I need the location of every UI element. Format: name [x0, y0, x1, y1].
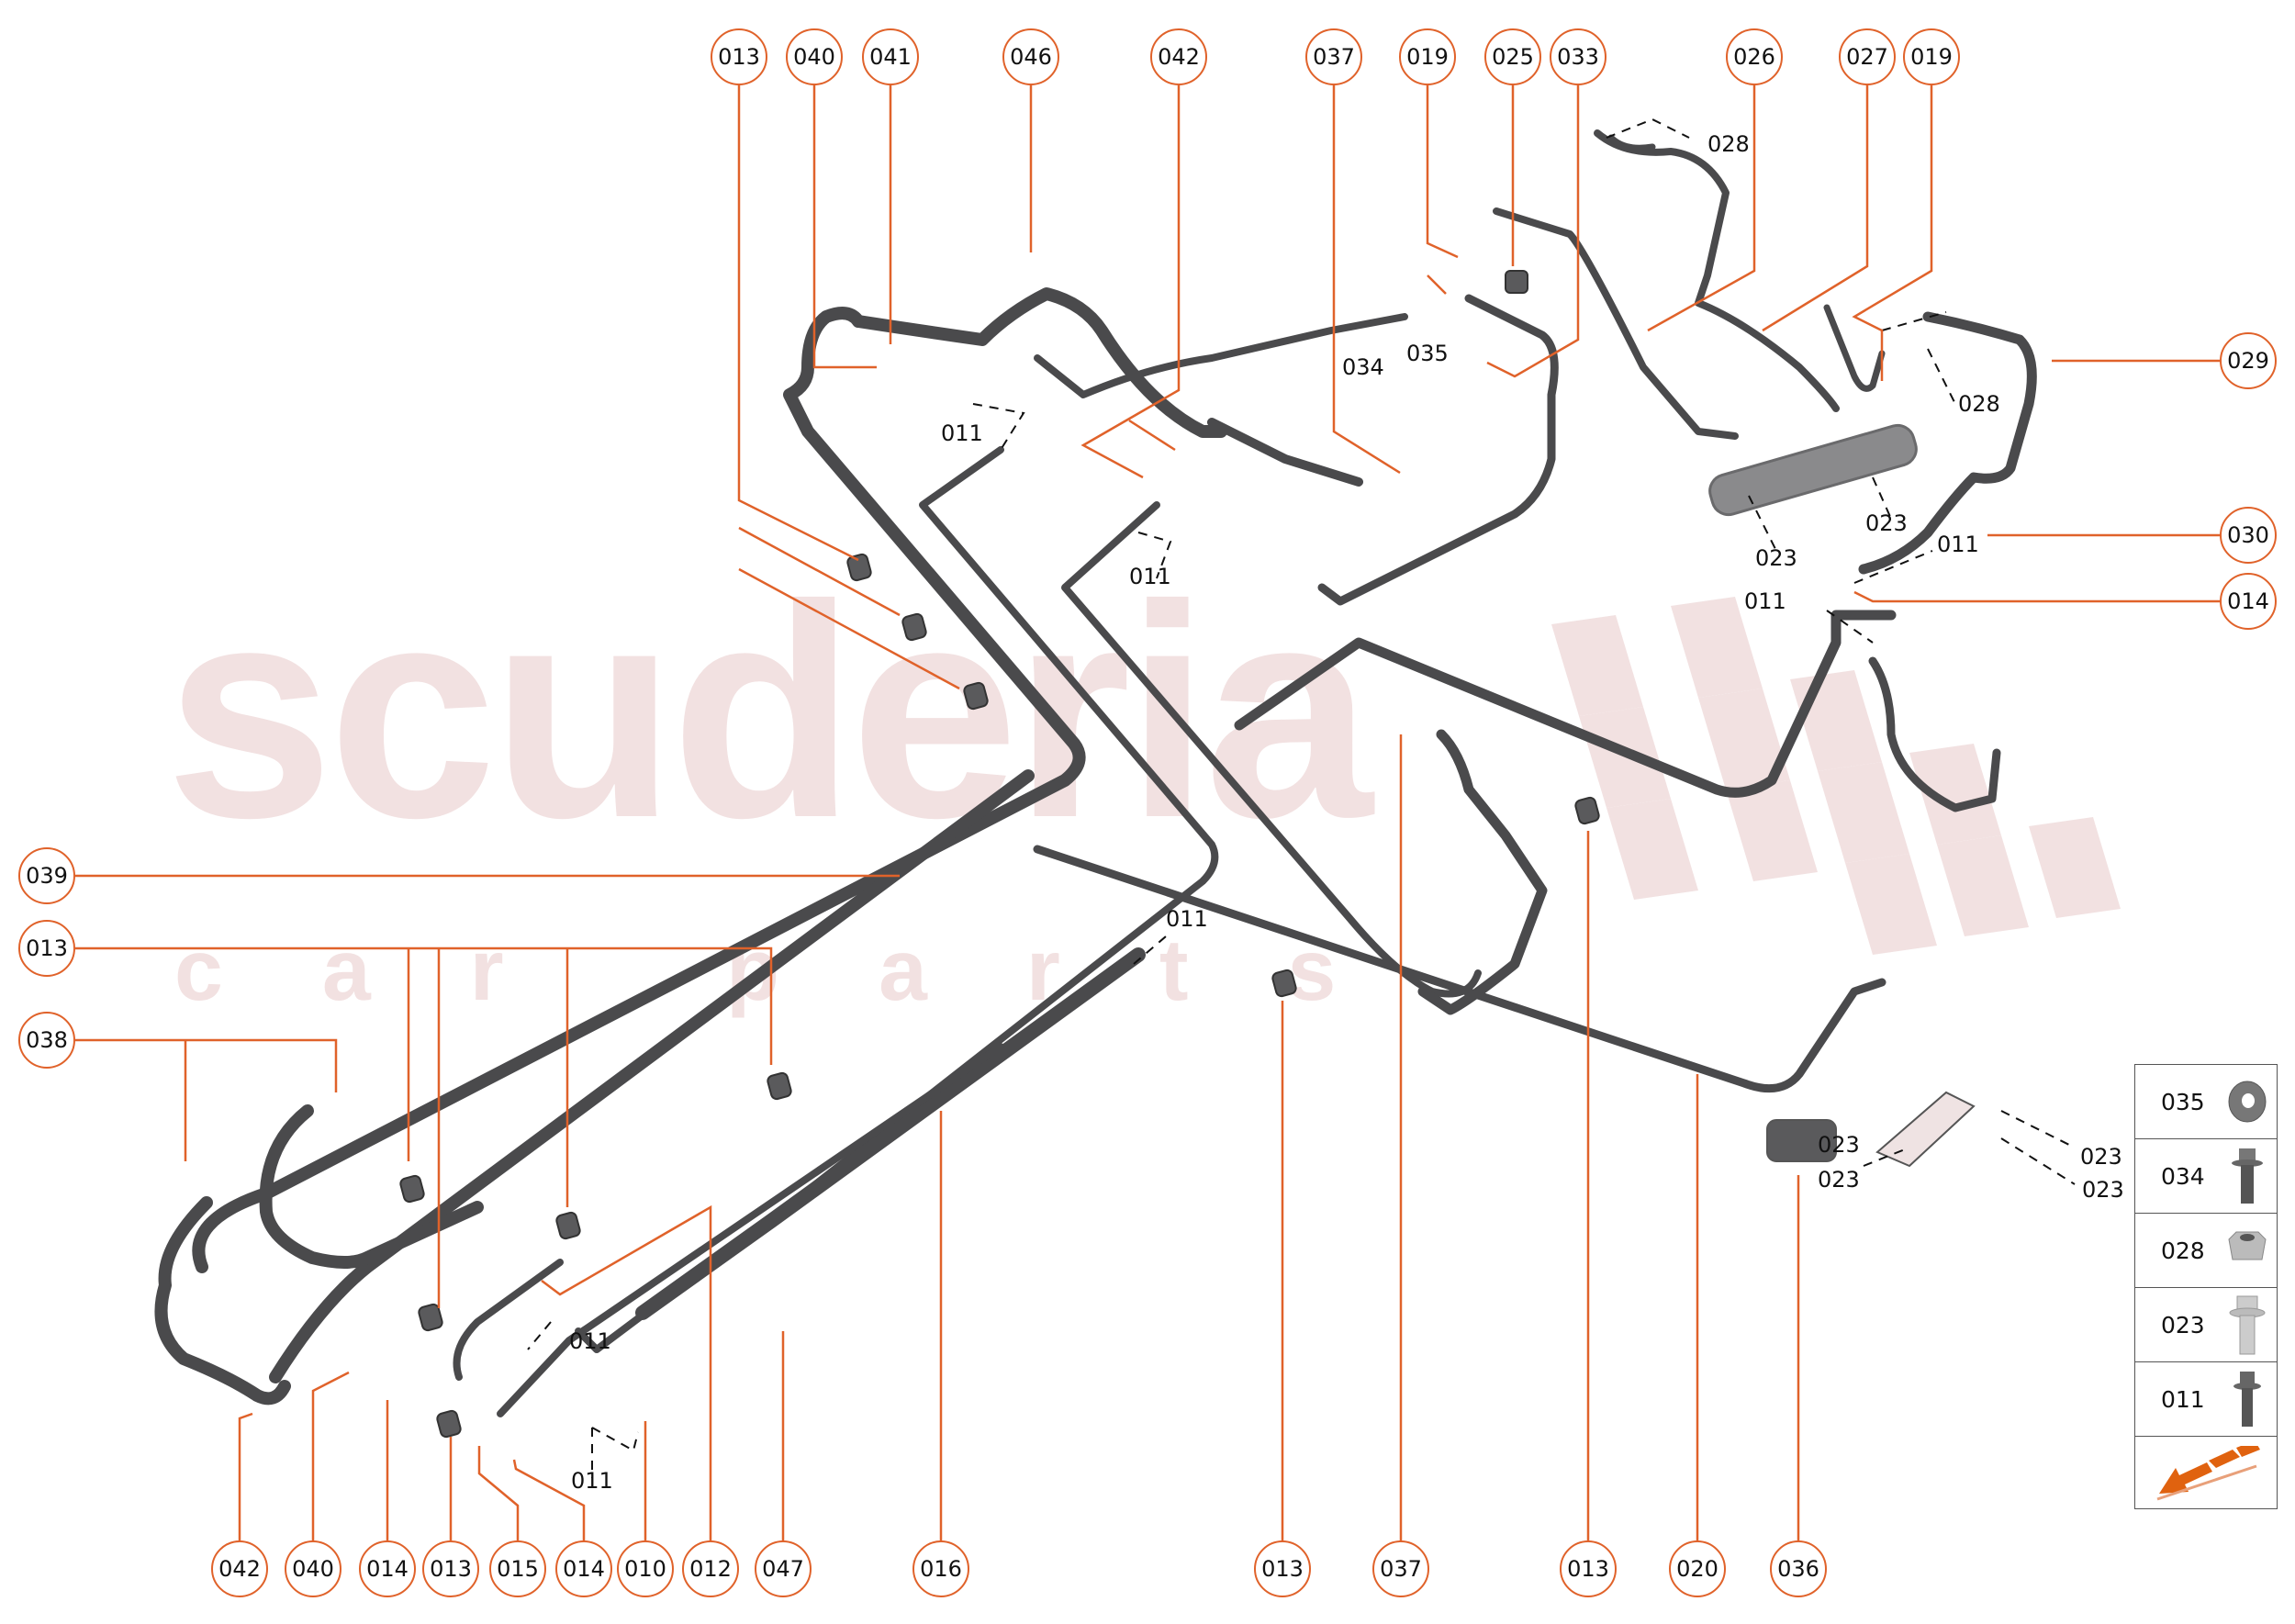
- callout-037[interactable]: 037: [1305, 28, 1362, 85]
- part-ref-label-023: 023: [2080, 1144, 2122, 1170]
- flange-bolt-icon: [2232, 1148, 2263, 1204]
- callout-038[interactable]: 038: [18, 1012, 75, 1069]
- callout-020[interactable]: 020: [1669, 1540, 1726, 1597]
- legend-code: 028: [2161, 1238, 2205, 1264]
- callout-037[interactable]: 037: [1372, 1540, 1429, 1597]
- legend-row-nut-028[interactable]: 028: [2135, 1214, 2277, 1288]
- callout-019[interactable]: 019: [1903, 28, 1960, 85]
- callout-025[interactable]: 025: [1484, 28, 1541, 85]
- part-ref-label-011: 011: [569, 1328, 611, 1354]
- part-ref-label-011: 011: [1744, 588, 1786, 614]
- part-ref-label-035: 035: [1406, 341, 1449, 366]
- callout-030[interactable]: 030: [2220, 507, 2277, 564]
- callout-013[interactable]: 013: [422, 1540, 479, 1597]
- washer-icon: [2228, 1081, 2267, 1123]
- callout-015[interactable]: 015: [489, 1540, 546, 1597]
- part-ref-label-011: 011: [1129, 564, 1171, 589]
- callout-026[interactable]: 026: [1726, 28, 1783, 85]
- callout-042[interactable]: 042: [1150, 28, 1207, 85]
- callout-016[interactable]: 016: [912, 1540, 969, 1597]
- legend-code: 035: [2161, 1089, 2205, 1115]
- part-ref-label-011: 011: [941, 420, 983, 446]
- legend-code: 034: [2161, 1163, 2205, 1190]
- callout-010[interactable]: 010: [617, 1540, 674, 1597]
- legend-row-washer[interactable]: 035: [2135, 1065, 2277, 1139]
- callout-014[interactable]: 014: [2220, 573, 2277, 630]
- part-ref-label-011: 011: [1937, 532, 1979, 557]
- callout-046[interactable]: 046: [1002, 28, 1059, 85]
- callout-012[interactable]: 012: [682, 1540, 739, 1597]
- callout-019[interactable]: 019: [1399, 28, 1456, 85]
- callout-013[interactable]: 013: [1254, 1540, 1311, 1597]
- part-ref-label-023: 023: [2082, 1177, 2124, 1203]
- callout-047[interactable]: 047: [755, 1540, 812, 1597]
- part-ref-label-011: 011: [571, 1468, 613, 1494]
- callout-013[interactable]: 013: [711, 28, 767, 85]
- part-ref-label-023: 023: [1865, 510, 1908, 536]
- part-ref-label-023: 023: [1755, 545, 1797, 571]
- fastener-legend: 035 034 028 023 011: [2134, 1064, 2278, 1509]
- part-ref-label-028: 028: [1958, 391, 2000, 417]
- callout-013[interactable]: 013: [1560, 1540, 1617, 1597]
- callout-042[interactable]: 042: [211, 1540, 268, 1597]
- callout-041[interactable]: 041: [862, 28, 919, 85]
- callout-029[interactable]: 029: [2220, 332, 2277, 389]
- callout-013[interactable]: 013: [18, 920, 75, 977]
- callout-033[interactable]: 033: [1550, 28, 1606, 85]
- legend-row-bolt-023[interactable]: 023: [2135, 1288, 2277, 1362]
- legend-code: 011: [2161, 1386, 2205, 1413]
- forward-arrow-icon: [2156, 1446, 2260, 1501]
- part-ref-label-023: 023: [1818, 1132, 1860, 1158]
- callout-014[interactable]: 014: [555, 1540, 612, 1597]
- flange-bolt-large-icon: [2229, 1295, 2266, 1355]
- callout-027[interactable]: 027: [1839, 28, 1896, 85]
- part-ref-label-034: 034: [1342, 354, 1384, 380]
- flange-nut-icon: [2228, 1231, 2267, 1260]
- callout-039[interactable]: 039: [18, 847, 75, 904]
- callout-014[interactable]: 014: [359, 1540, 416, 1597]
- legend-code: 023: [2161, 1312, 2205, 1338]
- legend-row-bolt-011[interactable]: 011: [2135, 1362, 2277, 1437]
- flange-bolt-icon: [2233, 1372, 2261, 1427]
- next-page-button[interactable]: [2135, 1437, 2277, 1508]
- part-ref-label-011: 011: [1166, 906, 1208, 932]
- part-ref-label-028: 028: [1707, 131, 1750, 157]
- legend-row-bolt-034[interactable]: 034: [2135, 1139, 2277, 1214]
- callout-036[interactable]: 036: [1770, 1540, 1827, 1597]
- watermark-flag-icon: [1551, 597, 2121, 955]
- part-ref-label-023: 023: [1818, 1167, 1860, 1193]
- callout-040[interactable]: 040: [786, 28, 843, 85]
- callout-040[interactable]: 040: [285, 1540, 341, 1597]
